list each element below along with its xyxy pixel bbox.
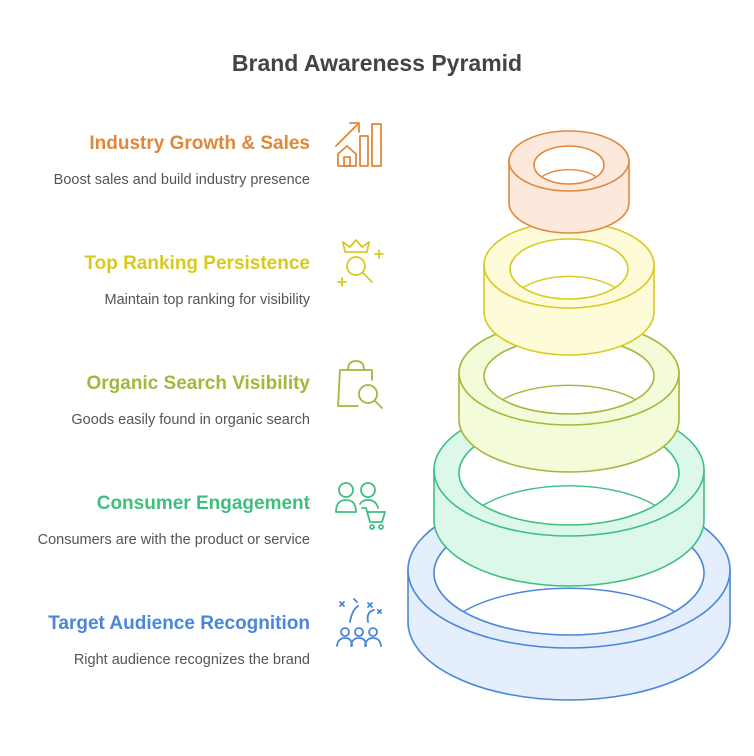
diagram-title: Brand Awareness Pyramid <box>231 50 523 76</box>
level-description-organic-search: Goods easily found in organic search <box>71 412 310 428</box>
level-description-target-audience: Right audience recognizes the brand <box>73 652 310 668</box>
audience-celebration-icon <box>336 598 382 647</box>
consumers-cart-icon <box>335 482 386 530</box>
level-heading-organic-search: Organic Search Visibility <box>86 373 310 394</box>
level-heading-top-ranking: Top Ranking Persistence <box>84 253 310 274</box>
ring-top-ranking <box>483 221 655 356</box>
level-description-top-ranking: Maintain top ranking for visibility <box>104 292 310 308</box>
crown-search-icon <box>337 239 384 287</box>
level-heading-target-audience: Target Audience Recognition <box>48 613 310 634</box>
growth-chart-icon <box>335 122 382 167</box>
level-heading-consumer-engagement: Consumer Engagement <box>96 493 310 514</box>
level-description-industry-growth: Boost sales and build industry presence <box>53 172 310 188</box>
ring-organic-search <box>458 320 680 473</box>
level-description-consumer-engagement: Consumers are with the product or servic… <box>37 532 310 548</box>
ring-industry-growth <box>508 130 630 234</box>
shopping-bag-search-icon <box>337 360 383 409</box>
level-heading-industry-growth: Industry Growth & Sales <box>89 133 310 154</box>
